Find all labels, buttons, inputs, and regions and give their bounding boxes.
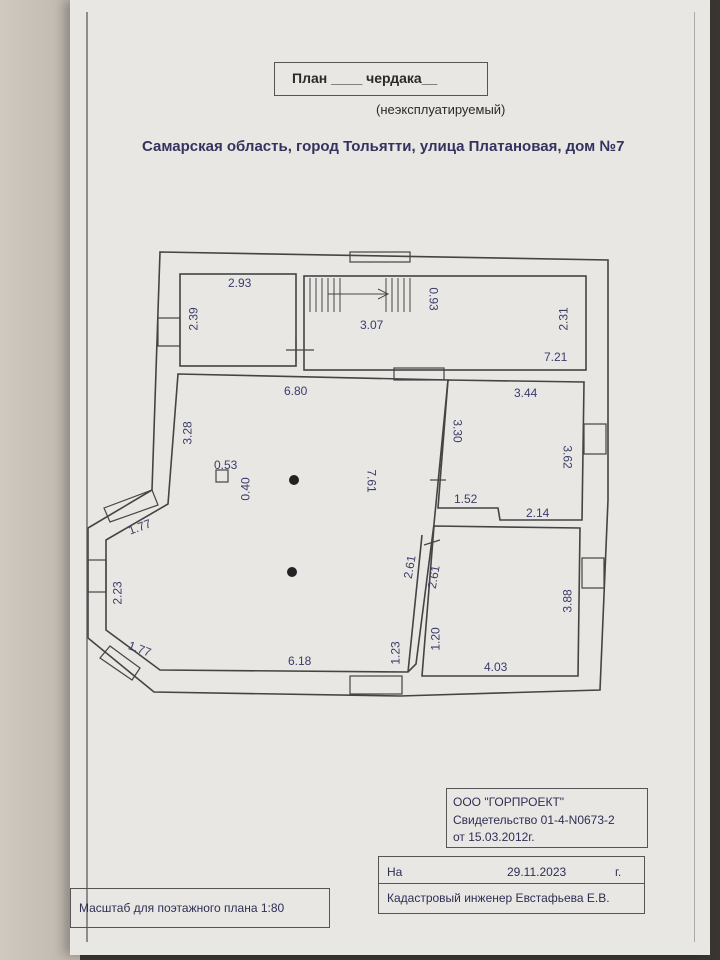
signature-date: 29.11.2023: [507, 865, 567, 879]
dim-label: 1.20: [428, 627, 443, 651]
dim-label: 6.18: [288, 654, 312, 668]
dim-label: 3.30: [450, 419, 465, 443]
room-right-upper: [437, 379, 585, 521]
plan-subtitle: (неэксплуатируемый): [376, 102, 506, 117]
floor-plan: [87, 251, 609, 697]
room-main: [105, 373, 449, 673]
room-right-lower: [421, 525, 581, 677]
dim-label: 1.23: [388, 641, 403, 665]
dim-label: 3.62: [560, 445, 575, 469]
dim-label: 3.88: [560, 589, 575, 613]
address: Самарская область, город Тольятти, улица…: [142, 138, 625, 155]
scale-text: Масштаб для поэтажного плана 1:80: [79, 901, 285, 915]
dim-label: 2.14: [526, 506, 550, 520]
dim-label: 2.23: [110, 581, 125, 605]
company-cert-date: от 15.03.2012г.: [453, 830, 535, 844]
dim-label: 0.53: [214, 458, 238, 472]
dim-label: 2.93: [228, 276, 252, 290]
dim-label: 3.44: [514, 386, 538, 400]
signature-year-suffix: г.: [615, 865, 622, 879]
dim-label: 1.52: [454, 492, 478, 506]
dim-label: 0.40: [238, 477, 253, 501]
dim-label: 7.21: [544, 350, 568, 364]
dim-label: 2.31: [556, 307, 571, 331]
dim-label: 3.28: [180, 421, 195, 445]
underlying-page: [0, 0, 80, 960]
scale-box: Масштаб для поэтажного плана 1:80: [70, 888, 330, 928]
signature-engineer: Кадастровый инженер Евстафьева Е.В.: [387, 891, 610, 905]
signature-box: На 29.11.2023 г. Кадастровый инженер Евс…: [378, 856, 645, 914]
title-box: [274, 62, 488, 96]
dim-label: 6.80: [284, 384, 308, 398]
dim-label: 3.07: [360, 318, 384, 332]
room-stairs: [303, 275, 587, 371]
company-box: ООО "ГОРПРОЕКТ" Свидетельство 01-4-N0673…: [446, 788, 648, 848]
page-frame: [86, 12, 695, 942]
dim-label: 7.61: [364, 469, 379, 493]
outer-wall: [87, 251, 609, 697]
dim-label: 2.39: [186, 307, 201, 331]
dim-label: 0.93: [426, 287, 441, 311]
document-page: План ____ чердака__ (неэксплуатируемый) …: [70, 0, 710, 955]
company-name: ООО "ГОРПРОЕКТ": [453, 795, 565, 809]
signature-on-label: На: [387, 865, 403, 879]
stairs: [309, 278, 411, 312]
dim-label: 4.03: [484, 660, 508, 674]
signature-divider: [379, 883, 644, 884]
plan-title: План ____ чердака__: [292, 70, 438, 86]
company-certificate: Свидетельство 01-4-N0673-2: [453, 813, 615, 827]
